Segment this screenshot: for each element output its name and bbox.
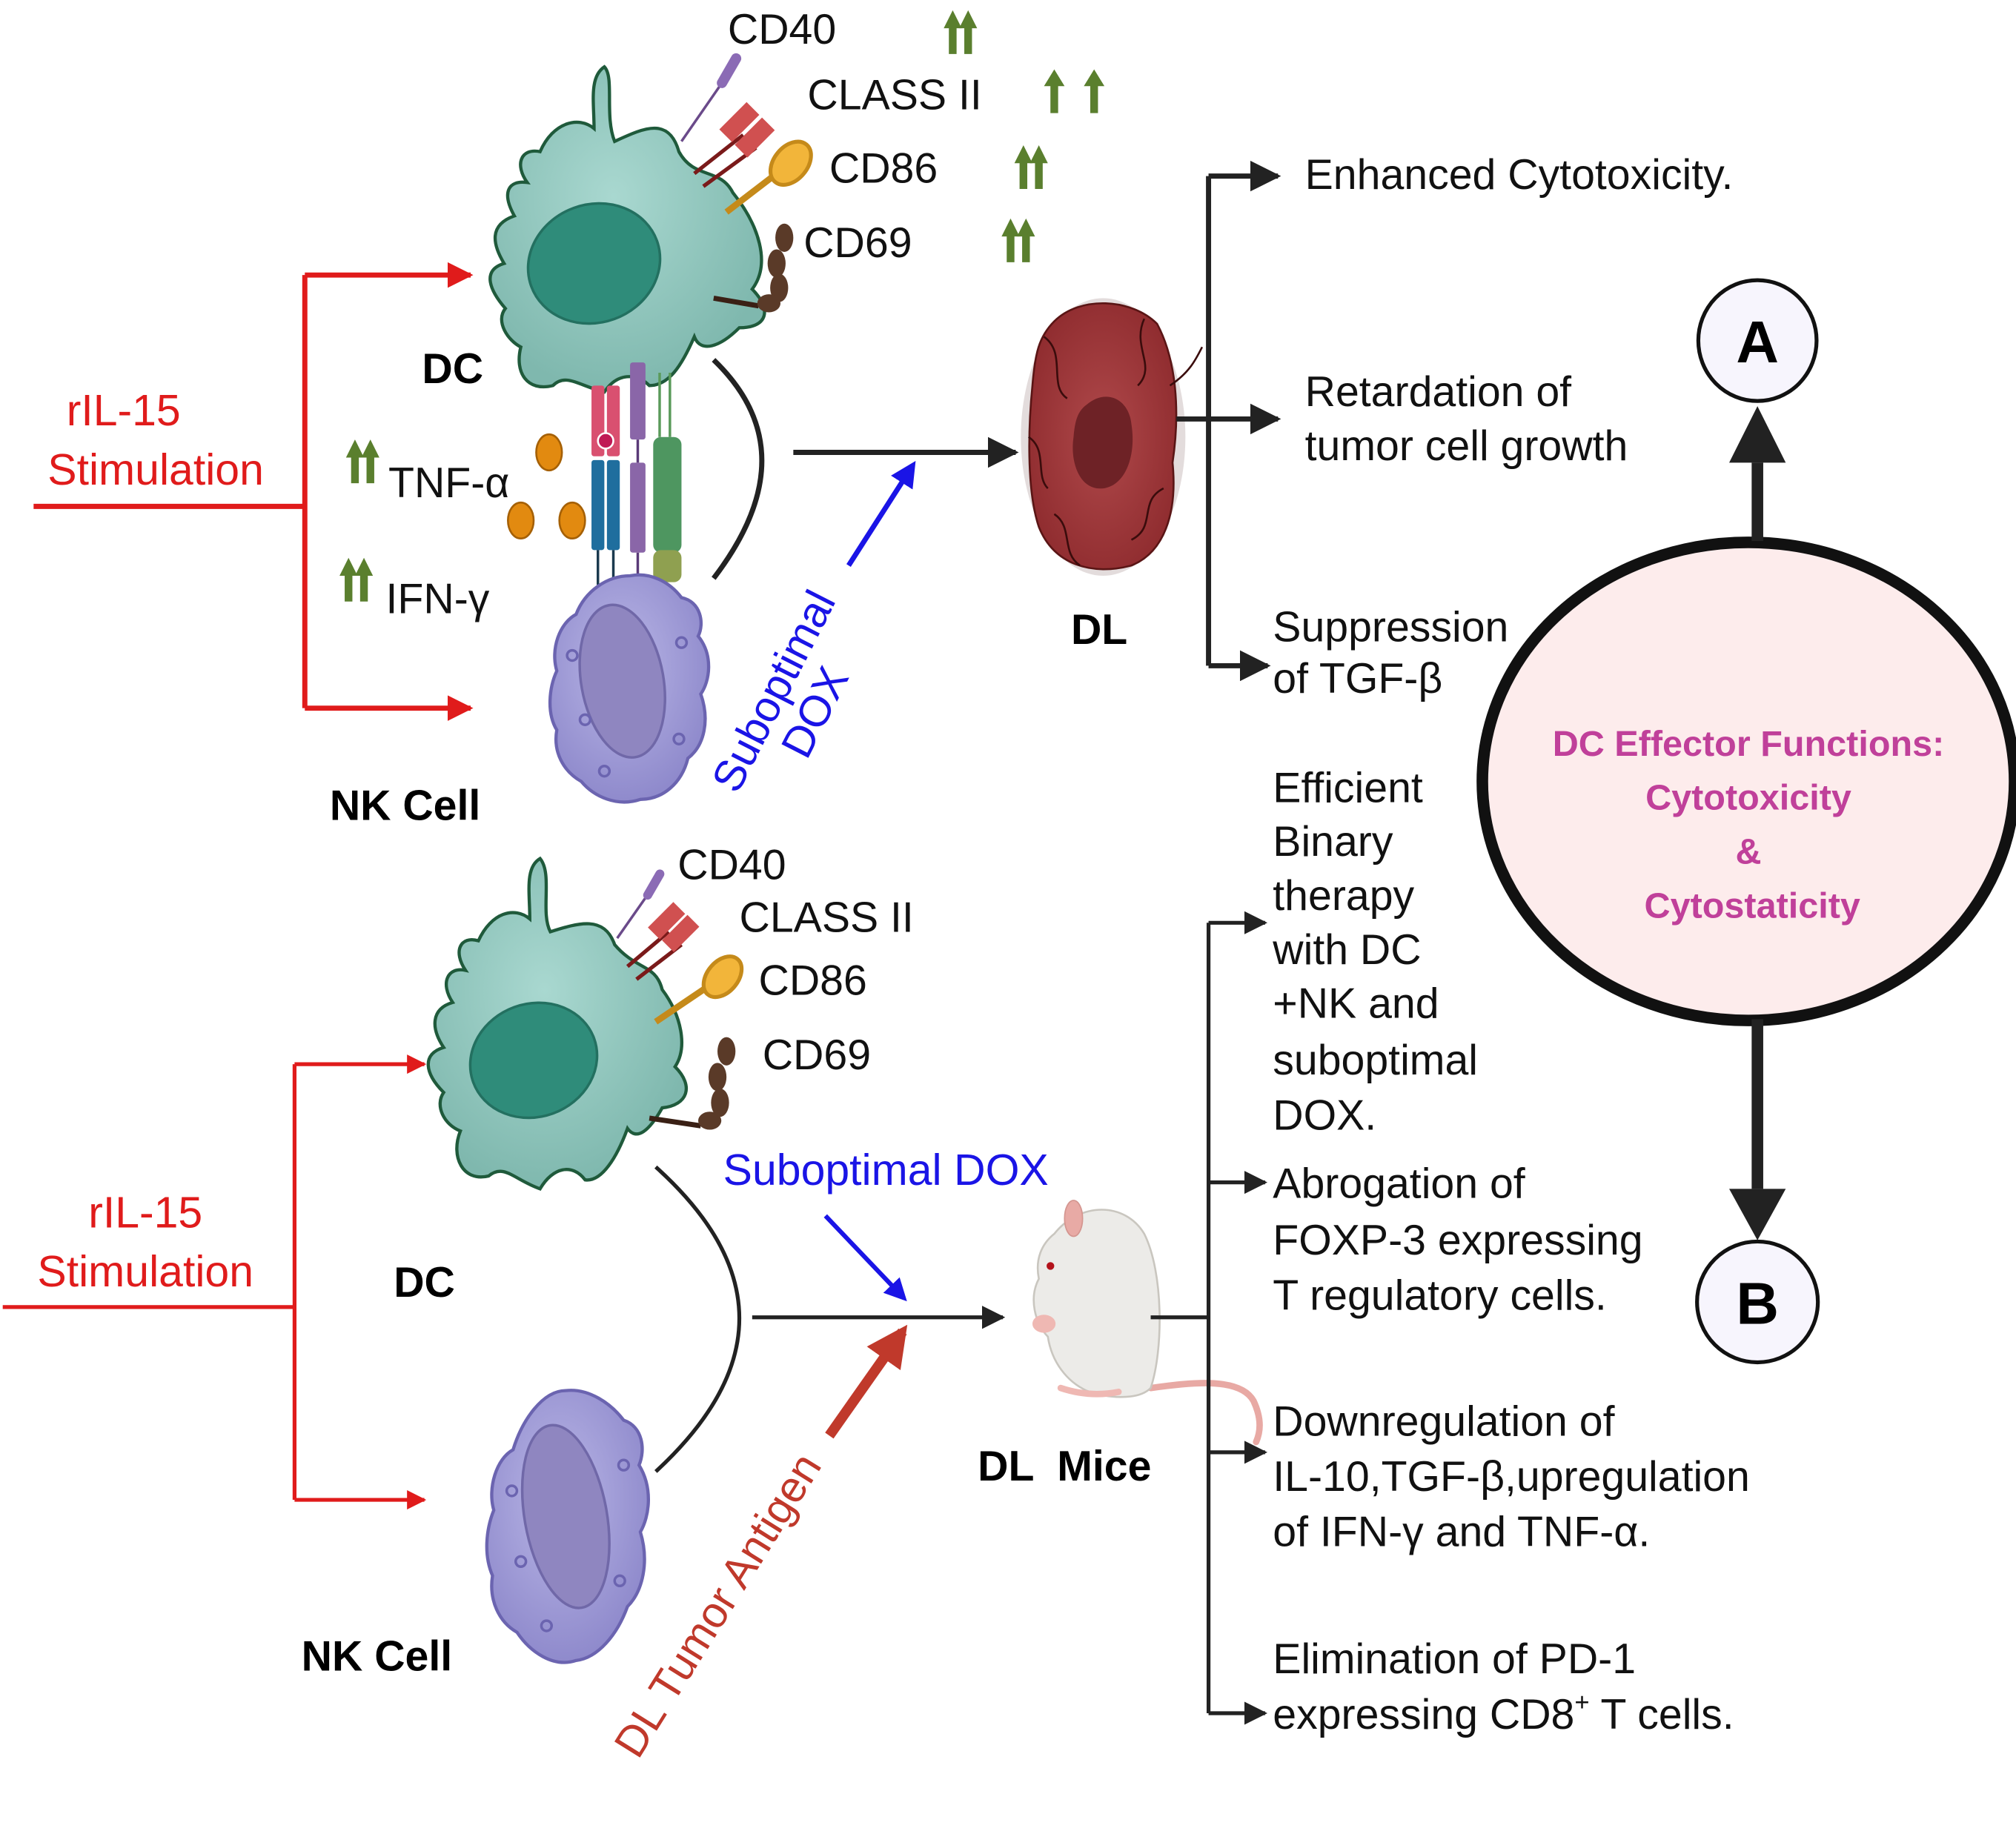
upregulation-arrows-ifn-icon bbox=[339, 557, 374, 602]
outcome-bottom-1-line4: with DC bbox=[1272, 926, 1421, 974]
outcome-bottom-1-line3: therapy bbox=[1273, 872, 1414, 920]
outcome-top-1: Enhanced Cytotoxicity. bbox=[1305, 151, 1734, 199]
outcome-bottom-2-line1: Abrogation of bbox=[1273, 1160, 1525, 1207]
arrow-to-node-b bbox=[1729, 1019, 1786, 1240]
marker-label-cd86: CD86 bbox=[829, 144, 938, 192]
stimulation-label-bottom-line2: Stimulation bbox=[37, 1248, 253, 1296]
effector-line3: & bbox=[1735, 832, 1761, 872]
nk-label-top: NK Cell bbox=[330, 783, 480, 830]
outcome-bottom-1-line2: Binary bbox=[1273, 818, 1393, 865]
outcome-bottom-4: Elimination of PD-1 expressing CD8+ T ce… bbox=[1273, 1635, 1734, 1738]
outcome-bottom-1: Efficient Binary therapy with DC +NK and… bbox=[1272, 764, 1478, 1139]
cd86-receptor-icon bbox=[724, 139, 813, 215]
superscript-plus: + bbox=[1574, 1688, 1589, 1716]
cd69-receptor-icon bbox=[713, 223, 794, 313]
outcome-bottom-1-line1: Efficient bbox=[1273, 764, 1423, 811]
upregulation-arrows-cd69-icon bbox=[1001, 218, 1035, 262]
node-b-label: B bbox=[1736, 1270, 1779, 1336]
upregulation-arrows-class-ii-icon bbox=[1044, 69, 1105, 113]
dc-label-bottom: DC bbox=[394, 1259, 455, 1306]
stimulation-bracket-top bbox=[33, 262, 474, 722]
class-ii-receptor-icon-bottom bbox=[626, 902, 700, 981]
tumor-label-dl: DL bbox=[1071, 606, 1127, 654]
cd40-receptor-icon bbox=[680, 53, 742, 142]
cytokine-label-ifn: IFN-γ bbox=[386, 575, 490, 622]
outcome-bottom-2: Abrogation of FOXP-3 expressing T regula… bbox=[1273, 1160, 1642, 1319]
outcome-top-3-line1: Suppression bbox=[1273, 603, 1508, 651]
effector-line1: DC Effector Functions: bbox=[1553, 724, 1945, 764]
outcome-bottom-1-line7: DOX. bbox=[1273, 1092, 1376, 1140]
outcome-branches-top bbox=[1176, 160, 1281, 682]
effector-line2: Cytotoxicity bbox=[1645, 778, 1851, 818]
outcome-bottom-1-line6: suboptimal bbox=[1273, 1037, 1478, 1084]
upregulation-arrows-cd86-icon bbox=[1014, 144, 1048, 189]
outcome-bottom-4-text-b: T cells. bbox=[1590, 1691, 1734, 1738]
stimulation-bracket-bottom bbox=[2, 1054, 427, 1510]
stimulation-label-bottom-line1: rIL-15 bbox=[88, 1189, 202, 1237]
cytokine-particles-icon bbox=[507, 433, 586, 540]
dox-arrow-top bbox=[846, 461, 916, 568]
outcome-top-2-line1: Retardation of bbox=[1305, 368, 1572, 416]
antigen-arrow bbox=[825, 1324, 908, 1439]
outcome-bottom-2-line2: FOXP-3 expressing bbox=[1273, 1217, 1642, 1264]
node-a-label: A bbox=[1736, 309, 1779, 375]
stimulation-label-line1: rIL-15 bbox=[67, 387, 181, 435]
outcome-branches-bottom bbox=[1150, 911, 1268, 1725]
outcome-top-2-line2: tumor cell growth bbox=[1305, 422, 1628, 470]
outcome-bottom-3: Downregulation of IL-10,TGF-β,upregulati… bbox=[1273, 1398, 1750, 1555]
nk-cell-icon bbox=[548, 573, 711, 804]
outcome-bottom-3-line2: IL-10,TGF-β,upregulation bbox=[1273, 1453, 1750, 1501]
outcome-top-3-line2: of TGF-β bbox=[1273, 655, 1442, 702]
outcome-bottom-4-line1: Elimination of PD-1 bbox=[1273, 1635, 1636, 1683]
class-ii-receptor-icon bbox=[693, 102, 775, 188]
node-a: A bbox=[1696, 278, 1819, 403]
cytokine-label-tnf: TNF-α bbox=[388, 459, 509, 507]
mouse-tail-icon bbox=[1147, 1380, 1263, 1446]
effector-line4: Cytostaticity bbox=[1645, 886, 1860, 926]
effector-functions-node: DC Effector Functions: Cytotoxicity & Cy… bbox=[1476, 536, 2016, 1026]
node-b: B bbox=[1695, 1239, 1820, 1365]
outcome-bottom-3-line3: of IFN-γ and TNF-α. bbox=[1273, 1508, 1650, 1555]
stimulation-label-line2: Stimulation bbox=[47, 446, 264, 494]
nk-label-bottom: NK Cell bbox=[302, 1633, 452, 1681]
upregulation-arrows-tnf-icon bbox=[345, 439, 379, 484]
marker-label-cd40: CD40 bbox=[728, 6, 836, 53]
outcome-bottom-4-line2: expressing CD8+ T cells. bbox=[1273, 1688, 1734, 1738]
marker-label-class-ii-bottom: CLASS II bbox=[740, 894, 914, 941]
nk-cell-icon-bottom bbox=[485, 1389, 650, 1664]
arrow-to-node-a bbox=[1729, 406, 1786, 542]
synapse-convergence-arc-bottom bbox=[654, 1165, 742, 1473]
marker-label-cd69-bottom: CD69 bbox=[763, 1031, 871, 1079]
marker-label-cd40-bottom: CD40 bbox=[677, 841, 786, 888]
mice-label: DL Mice bbox=[978, 1443, 1151, 1490]
bottom-panel: rIL-15 Stimulation CD40 CLA bbox=[2, 764, 1750, 1766]
marker-label-class-ii: CLASS II bbox=[807, 71, 981, 119]
mouse-icon bbox=[1032, 1200, 1263, 1446]
cd86-receptor-icon-bottom bbox=[654, 954, 744, 1025]
synapse-convergence-arc bbox=[712, 358, 765, 580]
top-panel: rIL-15 Stimulation CD bbox=[33, 6, 1733, 830]
outcome-bottom-4-text-a: expressing CD8 bbox=[1273, 1691, 1574, 1738]
outcome-bottom-3-line1: Downregulation of bbox=[1273, 1398, 1614, 1445]
outcome-bottom-2-line3: T regulatory cells. bbox=[1273, 1272, 1607, 1319]
dox-label-top: Suboptimal DOX bbox=[703, 583, 858, 800]
dendritic-cell-icon-bottom bbox=[426, 856, 689, 1191]
dox-label-bottom: Suboptimal DOX bbox=[723, 1146, 1049, 1195]
cd69-receptor-icon-bottom bbox=[649, 1037, 736, 1130]
dox-arrow-bottom bbox=[823, 1214, 907, 1302]
tumor-cell-icon bbox=[1021, 298, 1204, 577]
dendritic-cell-icon bbox=[488, 64, 766, 394]
cd40-receptor-icon-bottom bbox=[616, 869, 665, 940]
marker-label-cd86-bottom: CD86 bbox=[759, 957, 867, 1004]
dc-label-top: DC bbox=[422, 345, 483, 393]
immune-synapse-receptors-icon bbox=[591, 362, 682, 585]
marker-label-cd69: CD69 bbox=[803, 219, 912, 267]
outcome-bottom-1-line5: +NK and bbox=[1273, 980, 1439, 1028]
upregulation-arrows-cd40-icon bbox=[944, 10, 978, 54]
